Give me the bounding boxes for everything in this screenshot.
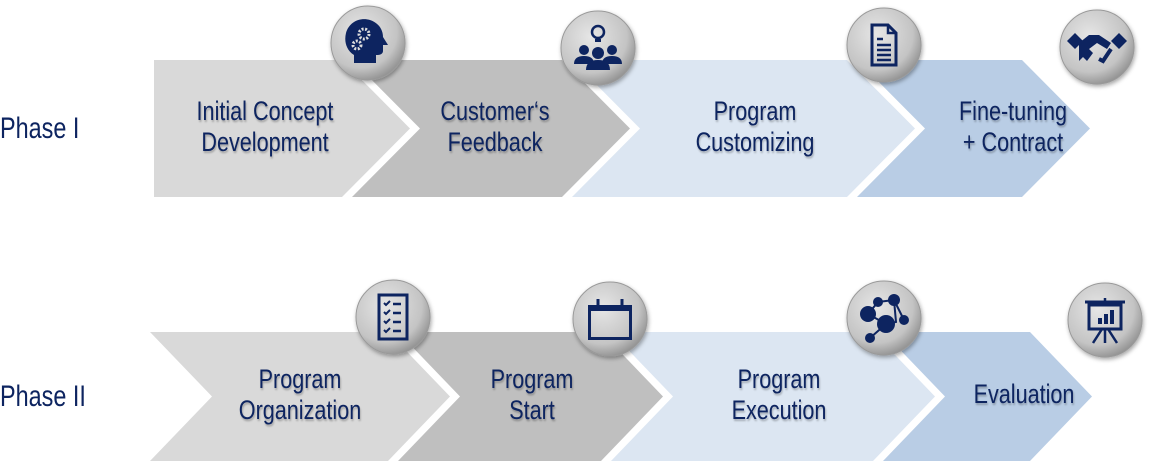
step-label-line: Customizing — [695, 127, 815, 157]
step-label-line: Program — [713, 96, 797, 126]
chevron-step — [883, 332, 1092, 461]
step-label-line: Program — [737, 364, 821, 394]
icon-badge — [846, 280, 922, 356]
network-icon — [860, 294, 909, 343]
icon-badge — [1059, 9, 1135, 85]
presentation-chart-icon — [1085, 298, 1125, 344]
head-gears-icon — [345, 19, 388, 64]
chevron-step — [857, 60, 1090, 197]
chevron-step — [398, 332, 663, 461]
icon-badge — [846, 7, 922, 83]
icon-badge — [355, 279, 431, 355]
icon-badge — [560, 10, 636, 86]
step-label-line: Program — [258, 364, 342, 394]
checklist-icon — [377, 293, 409, 341]
step-label: Fine-tuning+ Contract — [909, 96, 1117, 158]
step-label-line: Fine-tuning — [958, 96, 1068, 126]
phase-2-title: Phase II — [0, 380, 86, 413]
step-label-line: Feedback — [447, 127, 543, 157]
step-label-line: Program — [490, 364, 574, 394]
icon-badge — [330, 5, 406, 81]
step-label-line: + Contract — [962, 127, 1064, 157]
step-label-line: Organization — [238, 395, 362, 425]
step-label-line: Start — [509, 395, 555, 425]
chevron-step — [150, 332, 450, 461]
phase-1-title: Phase I — [0, 112, 80, 145]
chevron-step — [154, 60, 410, 197]
step-label: Evaluation — [920, 379, 1128, 410]
team-idea-icon — [574, 24, 622, 70]
step-label-line: Execution — [731, 395, 827, 425]
document-icon — [870, 23, 898, 67]
chevron-step — [352, 60, 630, 197]
chevron-step — [572, 60, 915, 197]
step-label-line: Evaluation — [973, 379, 1075, 409]
step-label-line: Customer‘s — [440, 96, 550, 126]
step-label-line: Development — [201, 127, 329, 157]
handshake-icon — [1067, 33, 1127, 64]
step-label-line: Initial Concept — [196, 96, 334, 126]
icon-badge — [1067, 282, 1143, 358]
calendar-icon — [588, 299, 632, 340]
chevron-step — [611, 332, 935, 461]
icon-badge — [572, 281, 648, 357]
